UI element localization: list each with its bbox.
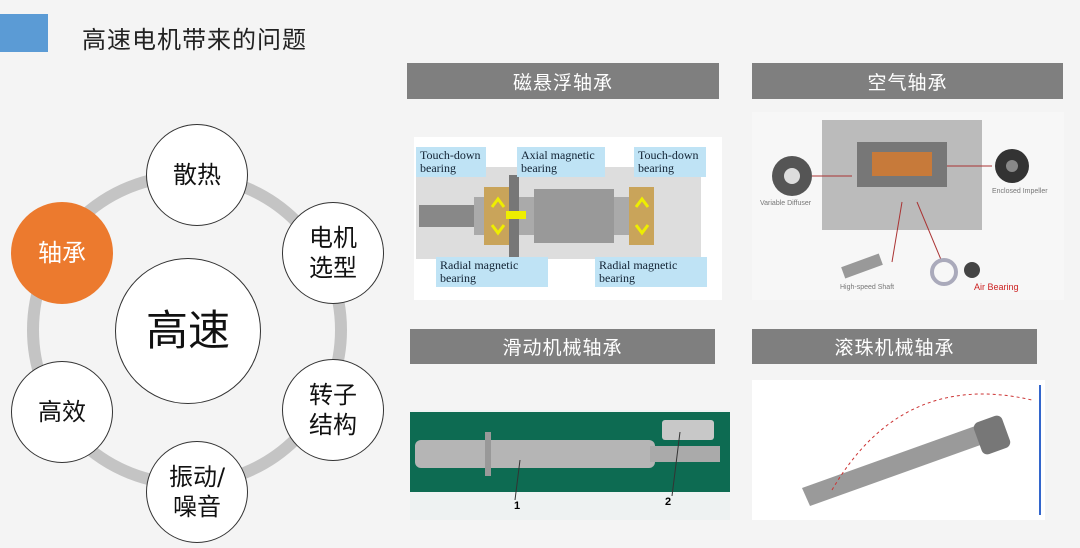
label-touchdown-left: Touch-down bearing: [416, 147, 486, 177]
label-high-speed-shaft: High-speed Shaft: [840, 284, 895, 291]
label-radial-left: Radial magnetic bearing: [436, 257, 548, 287]
label-radial-right: Radial magnetic bearing: [595, 257, 707, 287]
part-label-2: 2: [665, 496, 672, 508]
maglev-bearing-image: Touch-down bearing Axial magnetic bearin…: [414, 137, 722, 300]
maglev-header: 磁悬浮轴承: [407, 63, 719, 99]
air-bearing-header: 空气轴承: [752, 63, 1063, 99]
label-air-bearing: Air Bearing: [974, 282, 1019, 292]
sliding-bearing-header: 滑动机械轴承: [410, 329, 715, 364]
node-vibration: 振动/噪音: [146, 441, 248, 543]
ball-bearing-header: 滚珠机械轴承: [752, 329, 1037, 364]
node-rotor-line1: 转子: [309, 381, 357, 409]
node-bearing: 轴承: [11, 202, 113, 304]
air-bearing-image: Variable Diffuser Enclosed Impeller High…: [752, 112, 1064, 300]
node-rotor: 转子结构: [282, 359, 384, 461]
node-efficiency: 高效: [11, 361, 113, 463]
label-touchdown-right: Touch-down bearing: [634, 147, 706, 177]
label-enclosed-impeller: Enclosed Impeller: [992, 188, 1048, 195]
node-vibration-line1: 振动/: [168, 463, 226, 491]
node-motor-line2: 选型: [309, 254, 357, 282]
node-motor: 电机选型: [282, 202, 384, 304]
node-rotor-line2: 结构: [309, 411, 357, 439]
label-axial: Axial magnetic bearing: [517, 147, 605, 177]
center-node: 高速: [115, 258, 261, 404]
accent-block: [0, 14, 48, 52]
slide-title: 高速电机带来的问题: [82, 26, 307, 54]
node-motor-line1: 电机: [309, 224, 357, 252]
node-heat: 散热: [146, 124, 248, 226]
node-vibration-line2: 噪音: [173, 493, 221, 521]
part-label-1: 1: [514, 500, 521, 512]
label-variable-diffuser: Variable Diffuser: [760, 200, 812, 207]
ball-bearing-image: [752, 380, 1045, 520]
sliding-bearing-image: 1 2: [410, 410, 730, 520]
